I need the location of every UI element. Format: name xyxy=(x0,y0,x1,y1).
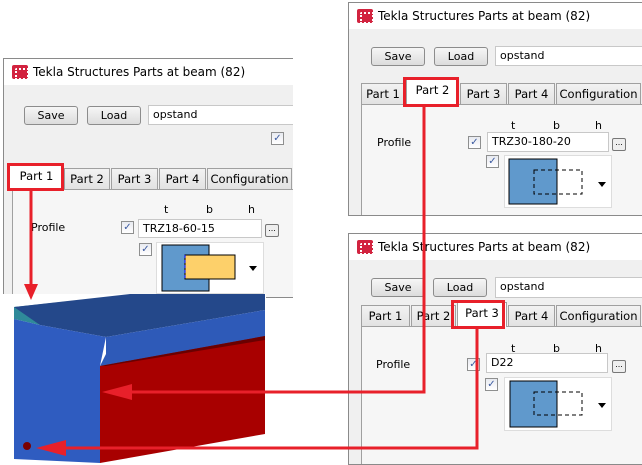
col-b: b xyxy=(553,119,560,132)
tab-part-1[interactable]: Part 1 xyxy=(361,305,410,326)
window-title: Tekla Structures Parts at beam (82) xyxy=(378,9,591,23)
save-button[interactable]: Save xyxy=(371,278,425,297)
save-button[interactable]: Save xyxy=(371,47,425,66)
preset-input[interactable]: opstand xyxy=(495,277,642,298)
col-h: h xyxy=(248,203,255,216)
part2-highlight xyxy=(403,77,459,107)
beam-3d-view xyxy=(0,294,266,463)
tab-part-4[interactable]: Part 4 xyxy=(508,305,555,326)
profile-shape-select[interactable] xyxy=(504,155,612,208)
col-t: t xyxy=(511,119,516,132)
tab-part-1[interactable]: Part 1 xyxy=(361,83,405,104)
profile-input[interactable]: TRZ18-60-15 xyxy=(138,219,262,238)
col-b: b xyxy=(553,342,560,355)
tekla-logo-icon xyxy=(12,65,29,80)
profile-checkbox[interactable]: ✓ xyxy=(121,221,134,234)
preset-input[interactable]: opstand xyxy=(495,46,642,66)
browse-button[interactable]: ... xyxy=(265,224,279,237)
tab-part-2[interactable]: Part 2 xyxy=(64,168,110,189)
profile-checkbox[interactable]: ✓ xyxy=(467,358,480,371)
profile-input[interactable]: TRZ30-180-20 xyxy=(487,132,609,152)
save-button[interactable]: Save xyxy=(24,106,78,125)
browse-button[interactable]: ... xyxy=(612,138,626,151)
tab-part-4[interactable]: Part 4 xyxy=(508,83,555,104)
col-h: h xyxy=(595,342,602,355)
bar-part-d22 xyxy=(23,442,31,450)
tab-part-3[interactable]: Part 3 xyxy=(460,83,507,104)
part3-highlight xyxy=(451,300,505,329)
shape-checkbox[interactable]: ✓ xyxy=(139,243,152,256)
tab-configuration[interactable]: Configuration xyxy=(556,305,641,326)
checkbox[interactable]: ✓ xyxy=(271,132,284,145)
profile-shape-icon xyxy=(509,380,606,428)
tab-part-4[interactable]: Part 4 xyxy=(159,168,206,189)
load-button[interactable]: Load xyxy=(433,278,487,297)
profile-label: Profile xyxy=(377,136,412,149)
window-title: Tekla Structures Parts at beam (82) xyxy=(33,65,246,79)
profile-shape-icon xyxy=(161,244,257,292)
dialog-part2: Tekla Structures Parts at beam (82) Save… xyxy=(348,2,642,216)
profile-shape-select[interactable] xyxy=(156,242,264,294)
profile-label: Profile xyxy=(31,221,66,234)
browse-button[interactable]: ... xyxy=(612,360,626,373)
profile-input[interactable]: D22 xyxy=(486,353,608,373)
load-button[interactable]: Load xyxy=(434,47,488,66)
profile-checkbox[interactable]: ✓ xyxy=(468,136,481,149)
title-bar: Tekla Structures Parts at beam (82) xyxy=(349,234,642,260)
load-button[interactable]: Load xyxy=(87,106,141,125)
dialog-part3: Tekla Structures Parts at beam (82) Save… xyxy=(348,233,642,465)
tab-part-1[interactable]: Part 1 xyxy=(9,165,64,190)
part1-highlight xyxy=(7,163,64,191)
preset-input[interactable]: opstand xyxy=(148,105,293,125)
col-t: t xyxy=(511,342,516,355)
title-bar: Tekla Structures Parts at beam (82) xyxy=(4,59,293,85)
tab-part-2[interactable]: Part 2 xyxy=(411,305,456,326)
col-t: t xyxy=(164,203,169,216)
tab-configuration[interactable]: Configuration xyxy=(207,168,292,189)
profile-shape-select[interactable] xyxy=(504,377,612,431)
shape-checkbox[interactable]: ✓ xyxy=(486,155,499,168)
tekla-logo-icon xyxy=(357,240,374,255)
tekla-logo-icon xyxy=(357,9,374,24)
front-part-blue xyxy=(14,319,106,463)
tab-configuration[interactable]: Configuration xyxy=(556,83,641,104)
col-h: h xyxy=(595,119,602,132)
col-b: b xyxy=(206,203,213,216)
profile-label: Profile xyxy=(376,358,411,371)
window-title: Tekla Structures Parts at beam (82) xyxy=(378,240,591,254)
title-bar: Tekla Structures Parts at beam (82) xyxy=(349,3,642,29)
shape-checkbox[interactable]: ✓ xyxy=(485,378,498,391)
tab-part-3[interactable]: Part 3 xyxy=(111,168,158,189)
profile-shape-icon xyxy=(508,158,606,205)
